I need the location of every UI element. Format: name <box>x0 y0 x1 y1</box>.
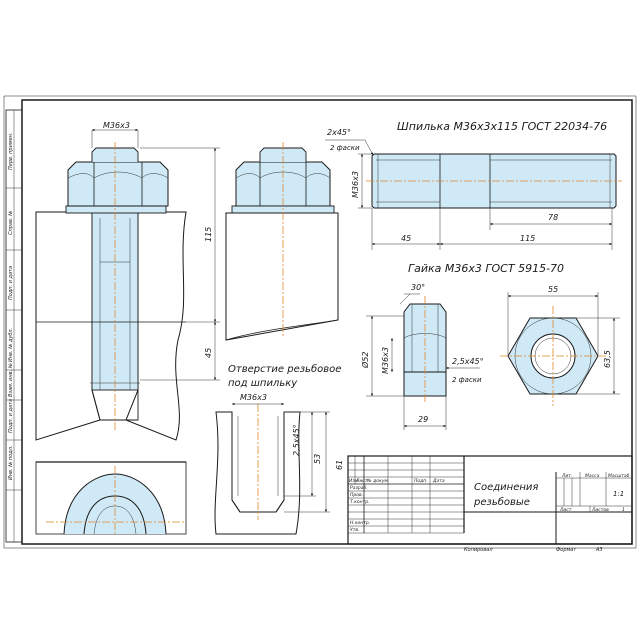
row-razrab: Разраб. <box>350 485 368 491</box>
stud-dim-45: 45 <box>401 234 411 243</box>
row-nkontr: Н.контр. <box>350 520 370 526</box>
scale-header: Масштаб <box>608 473 630 479</box>
strip-label: Перв. примен. <box>8 132 14 170</box>
nut-top-view: 55 63,5 <box>500 285 620 406</box>
col-list: Лист <box>355 478 368 484</box>
stud-dim-115: 115 <box>520 234 535 243</box>
nut-thread-dim: М36х3 <box>381 347 390 374</box>
sheet-outer-border <box>3 95 637 549</box>
hole-dim-53: 53 <box>313 454 322 464</box>
stud-thread-dim: М36х3 <box>351 171 360 198</box>
strip-label: Инв. № подл. <box>8 446 14 481</box>
row-utv: Утв. <box>350 527 359 533</box>
hole-thread-dim: М36х3 <box>240 393 267 402</box>
strip-label: Справ. № <box>8 211 14 235</box>
strip-label: Взам. инв. № <box>8 363 14 397</box>
assembly-dim-45: 45 <box>204 348 213 358</box>
stud-detail-view: 2х45° 2 фаски М36х3 78 45 115 <box>325 128 622 250</box>
sheets-value: 1 <box>622 507 625 513</box>
stud-dim-78: 78 <box>548 213 558 222</box>
assembly-top-view <box>35 461 187 535</box>
nut-dim-29: 29 <box>418 415 428 424</box>
row-prov: Пров. <box>350 492 363 498</box>
nut-dim-63-5: 63,5 <box>603 350 612 368</box>
hole-chamfer-dim: 2,5х45° <box>292 424 301 456</box>
col-doc: № докум. <box>366 478 389 484</box>
stud-chamfer-note: 2 фаски <box>330 144 360 152</box>
sheets-label: Листов <box>591 507 609 513</box>
hole-caption-line2: под шпильку <box>228 378 298 389</box>
drawing-name-line1: Соединения <box>474 482 538 493</box>
strip-label: Подп. и дата <box>8 266 14 300</box>
drawing-name-line2: резьбовые <box>473 496 530 508</box>
stud-title: Шпилька М36х3х115 ГОСТ 22034-76 <box>397 120 607 133</box>
col-date: Дата <box>432 478 445 484</box>
assembly-dim-115: 115 <box>204 227 213 242</box>
nut-side-view <box>225 142 339 341</box>
row-tkontr: Т.контр. <box>350 499 370 505</box>
mass-header: Масса <box>585 473 600 479</box>
nut-dim-55: 55 <box>548 285 558 294</box>
lit-header: Лит. <box>561 473 572 479</box>
nut-detail-section: 30° Ø52 М36х3 2,5х45° 2 фаски 29 <box>360 283 484 430</box>
hole-caption-line1: Отверстие резьбовое <box>228 363 341 375</box>
nut-angle-dim: 30° <box>411 283 425 292</box>
nut-chamfer-note: 2 фаски <box>452 376 482 384</box>
strip-label: Подп. и дата <box>8 399 14 433</box>
col-izm: Изм <box>349 478 359 484</box>
assembly-section-view: М36х3 115 45 <box>35 121 220 441</box>
strip-label: Инв. № дубл. <box>8 328 14 362</box>
title-block: Изм Лист № докум. Подп. Дата Разраб. Про… <box>347 455 633 545</box>
left-strip: Перв. примен. Справ. № Подп. и дата Инв.… <box>5 109 23 543</box>
stud-chamfer-dim: 2х45° <box>327 128 351 137</box>
nut-diameter-52: Ø52 <box>360 352 370 369</box>
hole-dim-61: 61 <box>335 460 344 470</box>
format-value: А3 <box>595 547 603 553</box>
format-label: Формат <box>556 547 577 553</box>
copied-label: Копировал <box>464 547 493 553</box>
scale-value: 1:1 <box>613 490 624 498</box>
col-podp: Подп. <box>414 478 428 484</box>
nut-chamfer-dim: 2,5х45° <box>452 357 484 366</box>
threaded-hole-section: М36х3 2,5х45° 53 61 <box>214 393 344 535</box>
sheet-label: Лист <box>559 507 572 513</box>
nut-title: Гайка М36х3 ГОСТ 5915-70 <box>408 262 564 275</box>
assembly-thread-dim: М36х3 <box>103 121 130 130</box>
